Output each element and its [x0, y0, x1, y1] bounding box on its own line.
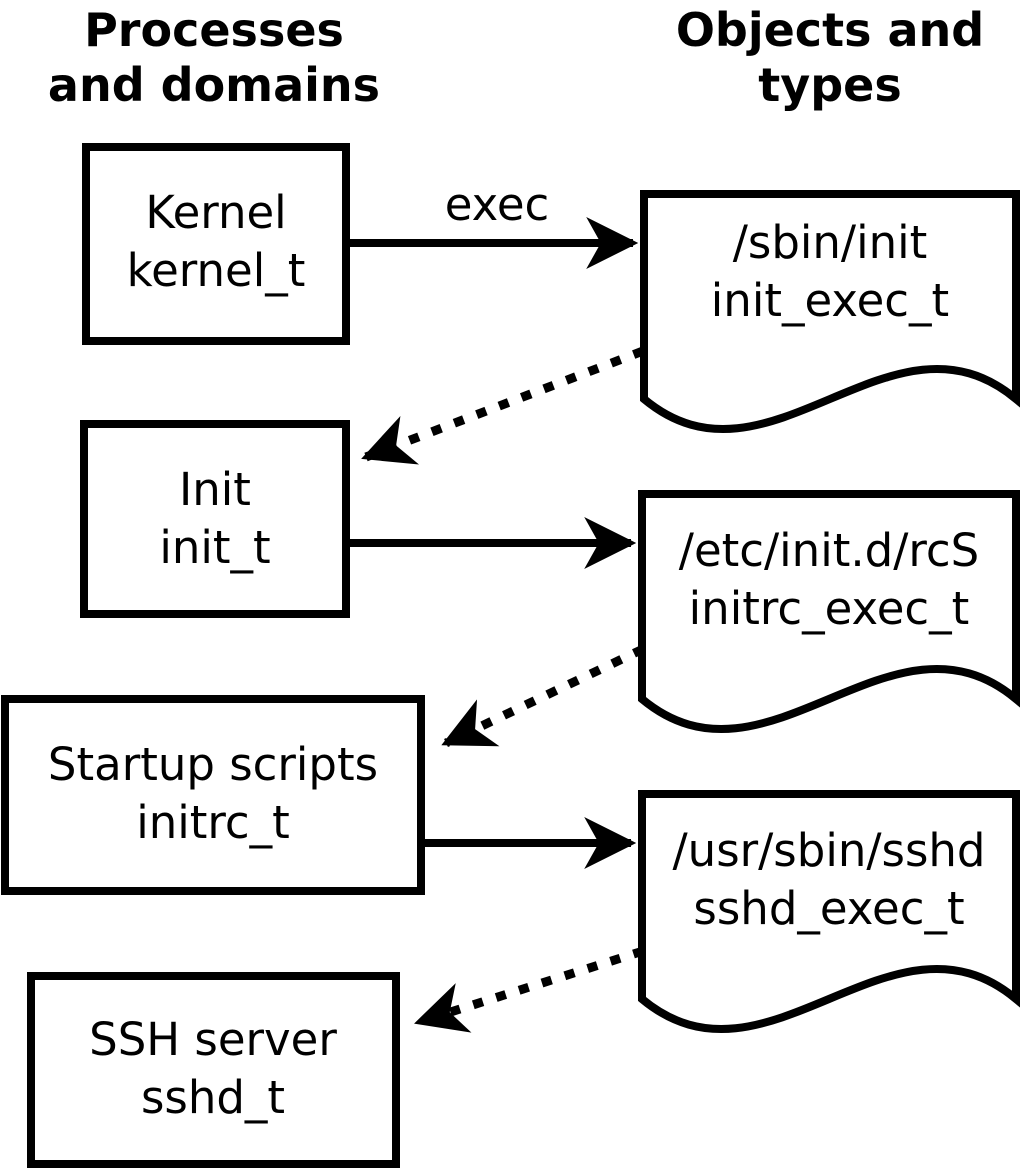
process-init-name: Init — [179, 463, 251, 516]
process-startup-name: Startup scripts — [48, 738, 378, 791]
object-sbininit-type: init_exec_t — [711, 274, 949, 327]
heading-processes-line2: and domains — [48, 58, 380, 112]
process-kernel-name: Kernel — [145, 186, 286, 239]
object-doc-sbininit — [640, 190, 1020, 434]
process-init-domain: init_t — [159, 521, 270, 574]
edge-rcs-to-initrc — [441, 644, 645, 748]
process-startup-domain: initrc_t — [136, 796, 290, 849]
heading-objects-line1: Objects and — [676, 3, 984, 57]
process-box-startup-scripts — [1, 695, 425, 895]
edge-label-exec: exec — [445, 178, 550, 231]
object-sshd-type: sshd_exec_t — [693, 882, 964, 935]
object-doc-sshd — [638, 790, 1020, 1034]
object-sshd-path: /usr/sbin/sshd — [673, 824, 986, 877]
process-box-ssh-server — [27, 972, 400, 1168]
process-box-kernel — [82, 143, 350, 345]
process-kernel-domain: kernel_t — [127, 244, 306, 297]
object-sbininit-path: /sbin/init — [733, 216, 928, 269]
heading-processes-line1: Processes — [84, 3, 344, 57]
edge-sbininit-to-init — [361, 346, 645, 465]
process-ssh-name: SSH server — [89, 1013, 337, 1066]
process-ssh-domain: sshd_t — [141, 1071, 285, 1124]
heading-objects-line2: types — [758, 58, 901, 112]
edge-sshdexec-to-sshserver — [414, 946, 645, 1033]
object-doc-rcs — [638, 490, 1020, 734]
process-box-init — [80, 420, 350, 618]
object-rcs-path: /etc/init.d/rcS — [679, 524, 979, 577]
object-rcs-type: initrc_exec_t — [689, 582, 970, 635]
